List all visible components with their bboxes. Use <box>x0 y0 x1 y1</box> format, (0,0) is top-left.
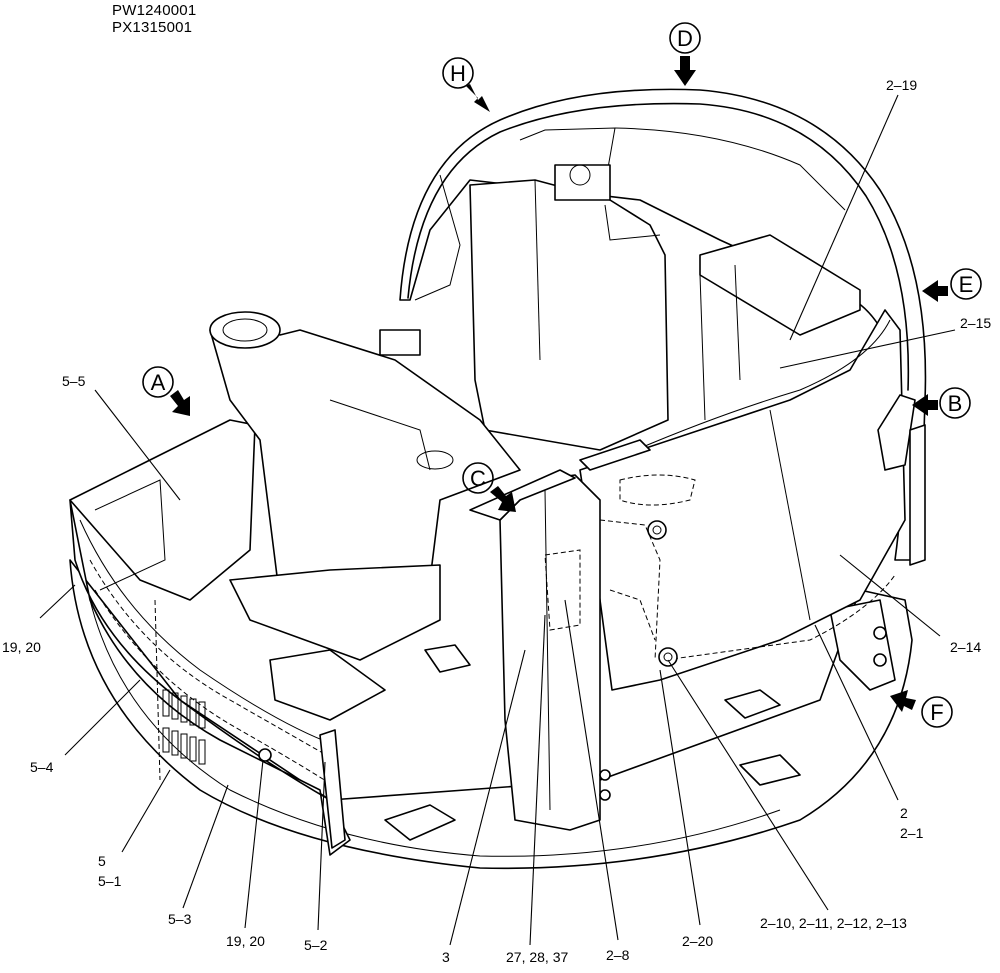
machine-line-art <box>69 88 927 870</box>
leader-lines <box>39 94 956 946</box>
view-marker-a: A <box>142 366 190 416</box>
callout-5-1: 5–1 <box>98 873 122 889</box>
callout-5: 5 <box>98 853 106 869</box>
callout-2-1: 2–1 <box>900 825 924 841</box>
callout-2-10-to-2-13: 2–10, 2–11, 2–12, 2–13 <box>760 915 907 931</box>
callout-2-19: 2–19 <box>886 77 917 93</box>
view-marker-d: D <box>669 22 701 86</box>
callout-5-2: 5–2 <box>304 937 328 953</box>
callout-2-20: 2–20 <box>682 933 713 949</box>
view-marker-h: H <box>442 57 490 112</box>
view-marker-f: F <box>890 690 953 728</box>
svg-text:E: E <box>959 272 974 297</box>
svg-text:B: B <box>948 391 963 416</box>
callout-2: 2 <box>900 805 908 821</box>
callout-labels: 2–19 2–15 2–14 2 2–1 2–10, 2–11, 2–12, 2… <box>2 77 991 965</box>
model-code-1: PW1240001 <box>112 2 197 19</box>
model-code-2: PX1315001 <box>112 19 193 36</box>
callout-5-4: 5–4 <box>30 759 54 775</box>
svg-text:F: F <box>930 700 943 725</box>
svg-text:H: H <box>450 61 466 86</box>
callout-2-8: 2–8 <box>606 947 630 963</box>
svg-text:A: A <box>151 370 166 395</box>
svg-text:D: D <box>677 26 693 51</box>
callout-27-28-37: 27, 28, 37 <box>506 949 568 965</box>
callout-5-3: 5–3 <box>168 911 192 927</box>
callout-19-20-bottom: 19, 20 <box>226 933 265 949</box>
callout-5-5: 5–5 <box>62 373 86 389</box>
view-marker-c: C <box>462 462 516 512</box>
louver-vents <box>162 689 206 765</box>
view-marker-e: E <box>922 268 982 302</box>
callout-2-14: 2–14 <box>950 639 981 655</box>
callout-19-20-left: 19, 20 <box>2 639 41 655</box>
view-marker-b: B <box>912 387 971 419</box>
callout-3: 3 <box>442 949 450 965</box>
callout-2-15: 2–15 <box>960 315 991 331</box>
svg-text:C: C <box>470 466 486 491</box>
